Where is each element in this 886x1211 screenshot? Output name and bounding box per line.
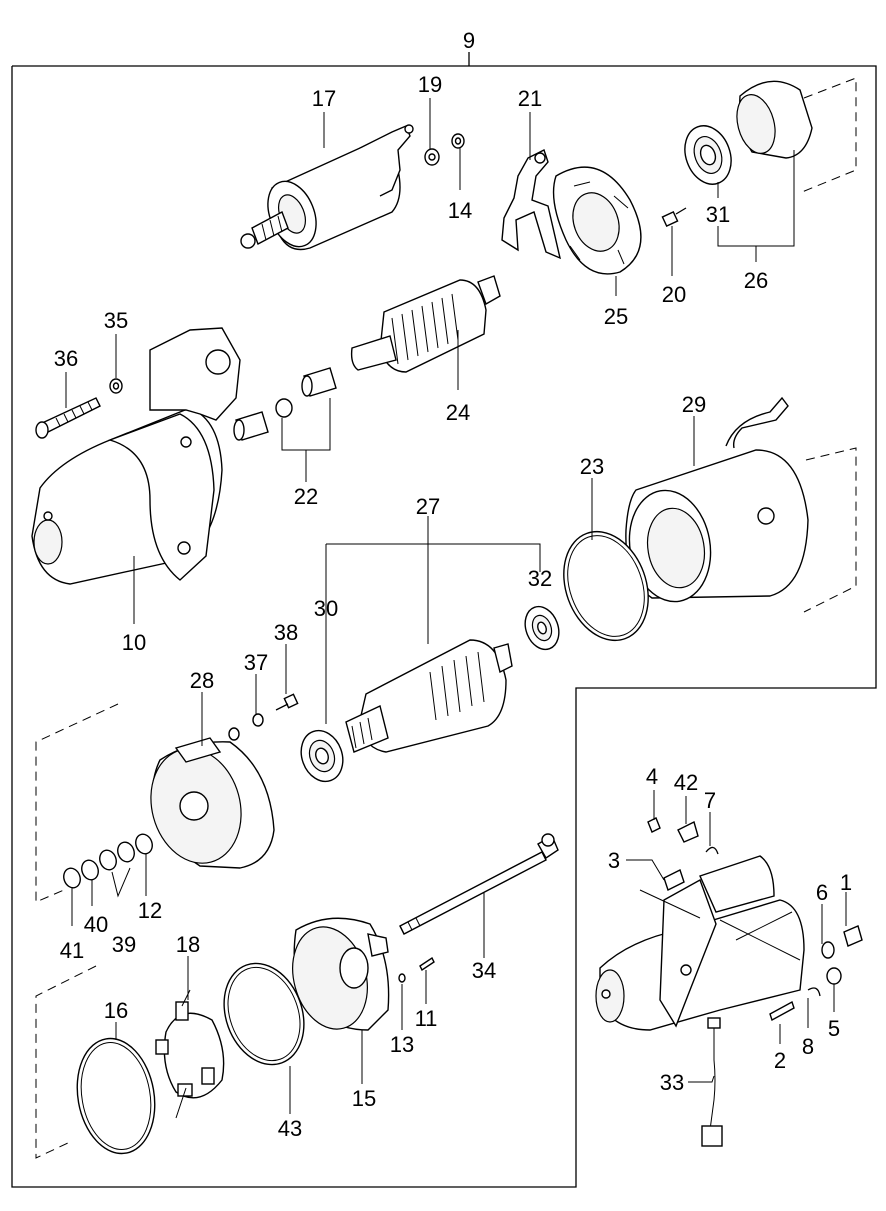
part-numbers: 9 17 19 14 21 25 20 31 26 35 36 24 22 29… [54,28,852,1141]
inset-part-8-clip [807,987,821,997]
label-37: 37 [244,650,268,675]
label-10: 10 [122,630,146,655]
shim-39a [99,849,117,871]
label-3: 3 [608,848,620,873]
armature [345,639,513,753]
inset-part-7-clip [705,846,719,855]
inset-part-2-stud [769,1000,795,1022]
yoke-assembly [625,396,809,603]
label-14: 14 [448,198,472,223]
label-34: 34 [472,958,496,983]
shift-lever [501,149,561,260]
label-19: 19 [418,72,442,97]
label-9: 9 [463,28,475,53]
label-35: 35 [104,308,128,333]
label-29: 29 [682,392,706,417]
shim-41 [63,867,81,889]
washer-37 [252,713,264,727]
inset-part-1-bolt [843,925,863,947]
inset-part-42 [677,820,699,843]
label-4: 4 [646,764,658,789]
label-23: 23 [580,454,604,479]
label-17: 17 [312,86,336,111]
label-28: 28 [190,668,214,693]
shim-12 [135,833,153,855]
shim-39b [117,841,135,863]
assembled-starter-view [595,855,805,1147]
bush-ring [275,398,293,418]
inset-part-4-bolt [647,817,661,833]
label-15: 15 [352,1086,376,1111]
rear-housing [150,737,275,869]
bearing-32 [524,605,560,651]
label-8: 8 [802,1034,814,1059]
label-16: 16 [104,998,128,1023]
label-24: 24 [446,400,470,425]
cover-cap [736,80,813,159]
bush-left [233,411,269,441]
screw-11 [419,956,435,972]
pinion-drive [350,275,501,373]
bearing-31 [684,125,732,185]
washer-35 [109,378,123,394]
o-ring-23 [563,530,649,642]
label-43: 43 [278,1116,302,1141]
label-1: 1 [840,870,852,895]
bolt-38 [275,693,299,711]
inset-part-6-washer [821,941,835,959]
washer-14 [451,133,465,149]
through-bolt [399,833,559,935]
label-39: 39 [112,932,136,957]
label-6: 6 [816,880,828,905]
label-25: 25 [604,304,628,329]
washer-13 [398,973,406,983]
label-40: 40 [84,912,108,937]
label-30: 30 [314,596,338,621]
inset-part-3-bolt [663,869,685,891]
label-20: 20 [662,282,686,307]
assembly-frame [11,52,877,1188]
label-27: 27 [416,494,440,519]
brush-holder [155,989,225,1119]
label-7: 7 [704,788,716,813]
label-2: 2 [774,1048,786,1073]
inset-part-5-nut [826,967,842,985]
bearing-30 [300,729,344,783]
label-12: 12 [138,898,162,923]
o-ring-16 [76,1037,156,1155]
screw-36 [35,397,101,439]
label-31: 31 [706,202,730,227]
label-41: 41 [60,938,84,963]
label-33: 33 [660,1070,684,1095]
label-22: 22 [294,484,318,509]
bush-right [301,367,337,397]
label-13: 13 [390,1032,414,1057]
label-11: 11 [415,1006,438,1031]
drive-end-plate [552,166,642,275]
front-housing [31,327,241,585]
label-18: 18 [176,932,200,957]
washer-small [228,727,240,741]
label-32: 32 [528,566,552,591]
label-36: 36 [54,346,78,371]
label-38: 38 [274,620,298,645]
end-cover [292,917,390,1031]
washer-19 [424,148,440,166]
solenoid-switch [240,124,414,251]
shim-40 [81,859,99,881]
label-42: 42 [674,770,698,795]
o-ring-43 [223,962,305,1066]
bolt-20 [661,207,687,227]
leader-lines [65,98,847,1114]
label-26: 26 [744,268,768,293]
label-21: 21 [518,86,542,111]
label-5: 5 [828,1016,840,1041]
